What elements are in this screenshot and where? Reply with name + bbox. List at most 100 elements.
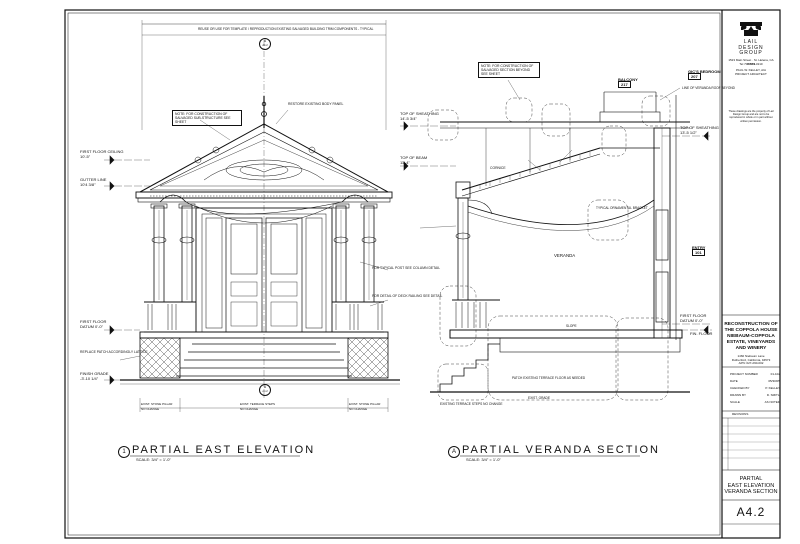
level-name: GUTTER LINE: [80, 177, 107, 182]
level-name: TOP OF BEAM: [400, 155, 428, 160]
section-marker-letter: A: [263, 385, 267, 389]
info-value: AS NOTED: [764, 400, 780, 404]
room-number: 207: [688, 72, 701, 80]
view-scale-east-elevation: SCALE: 3/4" = 1'-0": [136, 457, 171, 462]
sheet-title-line: EAST ELEVATION: [727, 482, 775, 489]
room-veranda: VERANDA: [554, 253, 576, 258]
dim-bottom: NO CHANGE: [240, 406, 259, 411]
firm-person: PAUL W. KELLEY, AIA: [736, 68, 766, 72]
info-label: CHECKED BY: [730, 386, 750, 390]
view-title-veranda-section: PARTIAL VERANDA SECTION: [462, 444, 661, 456]
project-title-line: AND WINERY: [735, 346, 767, 351]
firm-name-line: GROUP: [739, 50, 763, 57]
level-finish-grade: FINISH GRADE-3'-10 1/4": [80, 371, 109, 381]
note-slope: SLOPE: [566, 324, 577, 328]
note-cornice: CORNICE: [490, 166, 506, 170]
view-scale-veranda-section: SCALE: 3/4" = 1'-0": [466, 457, 501, 462]
view-bubble-east-elevation: 1: [118, 446, 130, 458]
note-lattice: REPLACE PATCH ACCORDINGLY LATTICE: [80, 350, 148, 354]
project-title-line: NIEBAUM-COPPOLA: [727, 334, 775, 339]
top-dimension-note: REUSE OR USE FOR TEMPLATE / REPRODUCTION…: [198, 27, 374, 31]
sheet-title-line: PARTIAL: [739, 476, 763, 482]
info-value: P. KELLEY: [765, 386, 780, 390]
section-marker-bottom: A A4.2: [259, 384, 271, 396]
level-value: 13'-5 1/2": [680, 129, 697, 135]
info-value: D. SMITH: [766, 393, 780, 397]
room-name: ENTRY: [692, 245, 706, 250]
project-title-line: ESTATE, VINEYARDS: [726, 340, 776, 345]
firm-name-line: DESIGN: [738, 44, 764, 51]
level-value: DATUM 0'-0": [680, 317, 703, 323]
level-name: FINISH GRADE: [80, 371, 109, 376]
dim-top: EXIST. STONE PILLAR: [349, 402, 381, 406]
info-row-drawn-by: DRAWN BY D. SMITH: [730, 393, 780, 397]
section-marker-top: A A4.2: [259, 38, 271, 50]
level-name: FIRST FLOOR: [680, 313, 707, 318]
level-name: FIRST FLOOR CEILING: [80, 149, 124, 154]
sheet-title: PARTIAL EAST ELEVATION VERANDA SECTION: [724, 476, 778, 496]
firm-phone: Tel 707 963-3210: [739, 62, 763, 66]
copyright-note: These drawings are the property of Lail …: [728, 110, 774, 123]
firm-logo-icon: [740, 22, 762, 36]
note-terrace-steps: EXISTING TERRACE STEPS NO CHANGE: [440, 402, 503, 406]
revisions-label: REVISIONS: [732, 412, 749, 416]
info-label: PROJECT NUMBER: [730, 372, 758, 376]
project-address: 1460 Niebaum Lane Rutherford, California…: [724, 354, 778, 366]
info-label: DRAWN BY: [730, 393, 747, 397]
info-value: 01-102: [770, 372, 780, 376]
level-name: TOP OF SHEATHING: [400, 111, 439, 116]
level-name: FIRST FLOOR: [80, 319, 107, 324]
note-section-beyond: NOTE: FOR CONSTRUCTION OF SALVAGED SECTI…: [478, 62, 540, 78]
room-name: BALCONY: [618, 77, 638, 82]
note-patch-terrace: PATCH EXISTING TERRACE FLOOR AS NEEDED: [512, 376, 586, 380]
firm-name: LAIL DESIGN GROUP: [724, 39, 778, 57]
dim-top: EXIST. STONE PILLAR: [141, 402, 173, 406]
note-restore-panel: RESTORE EXISTING BODY PANEL: [288, 102, 344, 106]
room-number: 101: [692, 248, 705, 256]
level-value: 14'-5 3/4": [400, 115, 417, 121]
level-value: 10'-5": [80, 153, 91, 159]
note-ornamental-bracket: TYPICAL ORNAMENTAL BRACKET: [596, 206, 648, 210]
note-typical-post: FOR TYPICAL POST SEE COLUMN DETAIL: [372, 266, 441, 270]
room-number: 217: [618, 80, 631, 88]
project-address-line: 1460 Niebaum Lane: [737, 354, 765, 358]
info-value: 05/30/05: [768, 379, 780, 383]
note-exist-grade: EXIST. GRADE: [528, 396, 550, 400]
section-marker-letter: A: [263, 39, 267, 43]
view-title-east-elevation: PARTIAL EAST ELEVATION: [132, 444, 316, 456]
info-row-project-number: PROJECT NUMBER 01-102: [730, 372, 780, 376]
note-deck-railing: FOR DETAIL OF DECK RAILING SEE DETAIL: [372, 294, 443, 298]
level-value: DATUM 0'-0": [80, 323, 103, 329]
room-name: GIC'S BEDROOM: [688, 69, 721, 74]
level-name: TOP OF SHEATHING: [680, 125, 719, 130]
note-salvaged-substructure: NOTE: FOR CONSTRUCTION OF SALVAGED SUB-S…: [172, 110, 242, 126]
project-title-line: THE COPPOLA HOUSE: [724, 328, 778, 333]
info-row-checked-by: CHECKED BY P. KELLEY: [730, 386, 780, 390]
project-address-line: APN: 027-290-002: [738, 361, 764, 366]
level-value: -3'-10 1/4": [80, 375, 99, 381]
project-address-line: Rutherford, California, 94573: [731, 357, 771, 362]
note-roof-beyond: LINE OF VERANDA ROOF BEYOND: [682, 86, 735, 90]
level-fin-floor: FIN. FLOOR: [690, 331, 713, 336]
dim-bottom: NO CHANGE: [141, 406, 160, 411]
project-title: RECONSTRUCTION OF THE COPPOLA HOUSE NIEB…: [724, 322, 778, 352]
dim-top: EXIST. TERRACE STEPS: [240, 402, 275, 406]
section-marker-sheet: A4.2: [262, 44, 268, 47]
project-title-line: RECONSTRUCTION OF: [724, 322, 778, 327]
level-value: 10'4 3/8": [80, 181, 96, 187]
info-label: SCALE: [730, 400, 740, 404]
sheet-number: A4.2: [736, 505, 766, 519]
